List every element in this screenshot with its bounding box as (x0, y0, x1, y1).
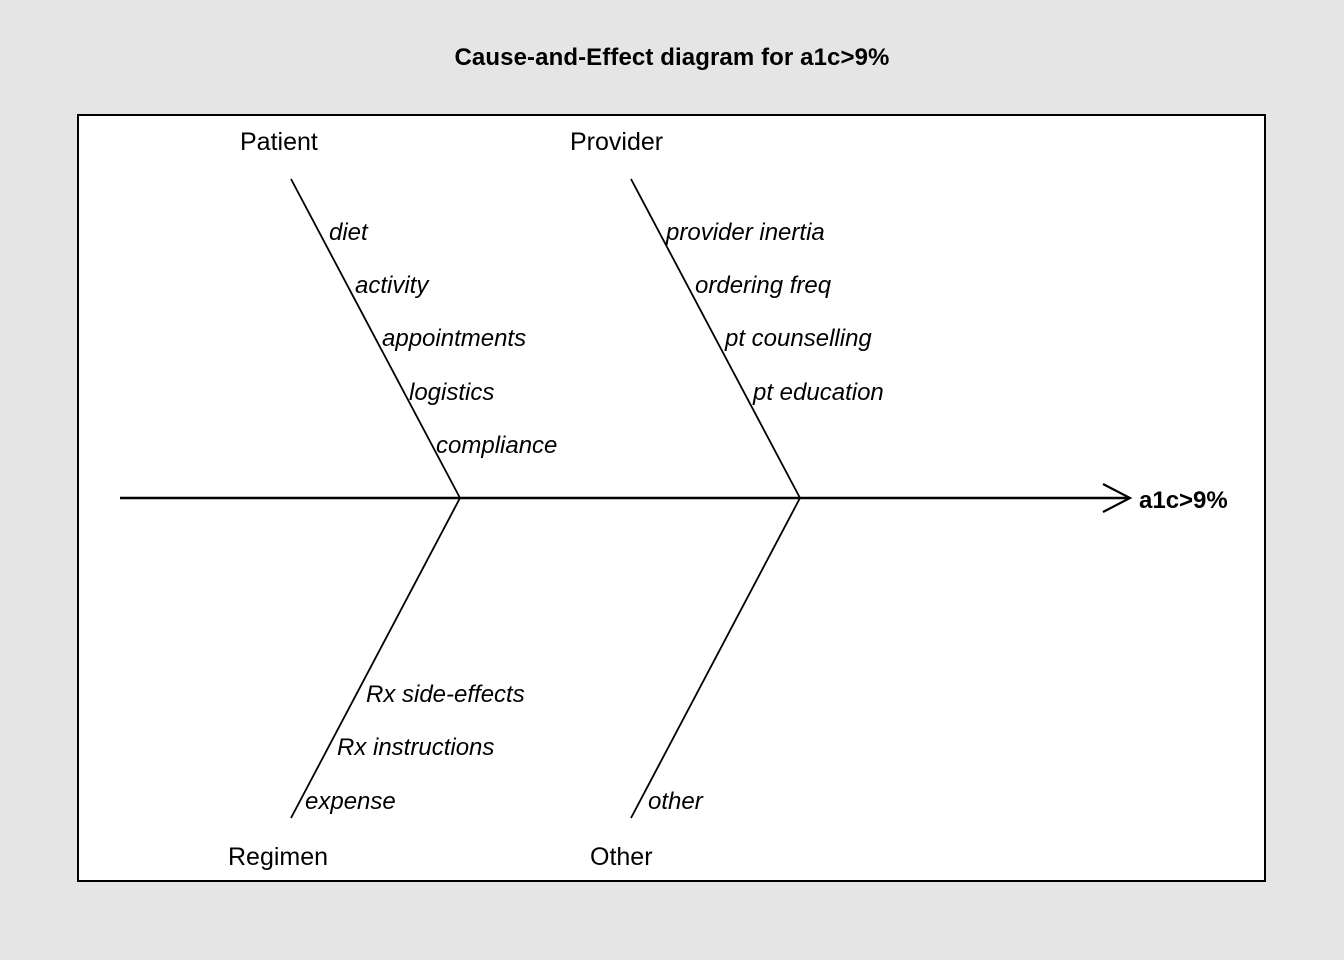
cause-label-compliance: compliance (436, 432, 558, 459)
bone-patient (290, 178, 461, 499)
cause-label-expense: expense (305, 788, 396, 815)
category-label-provider: Provider (570, 128, 664, 156)
cause-label-provider-inertia: provider inertia (666, 219, 825, 246)
category-label-regimen: Regimen (228, 843, 329, 871)
bone-regimen (290, 497, 461, 819)
arrowhead-icon (1102, 483, 1133, 513)
cause-label-pt-education: pt education (753, 379, 884, 406)
cause-label-activity: activity (355, 272, 429, 299)
cause-label-ordering-freq: ordering freq (695, 272, 832, 299)
cause-label-diet: diet (329, 219, 368, 246)
page-title: Cause-and-Effect diagram for a1c>9% (454, 44, 890, 71)
effect-label: a1c>9% (1139, 487, 1228, 514)
cause-label-logistics: logistics (409, 379, 495, 406)
category-label-other: Other (590, 843, 653, 871)
cause-label-appointments: appointments (382, 325, 527, 352)
cause-label-other: other (648, 788, 703, 815)
bone-provider (630, 178, 801, 499)
cause-label-rx-instructions: Rx instructions (337, 734, 495, 761)
cause-label-rx-side-effects: Rx side-effects (366, 681, 525, 708)
category-label-patient: Patient (240, 128, 318, 156)
cause-label-pt-counselling: pt counselling (725, 325, 872, 352)
bone-other (630, 497, 801, 819)
